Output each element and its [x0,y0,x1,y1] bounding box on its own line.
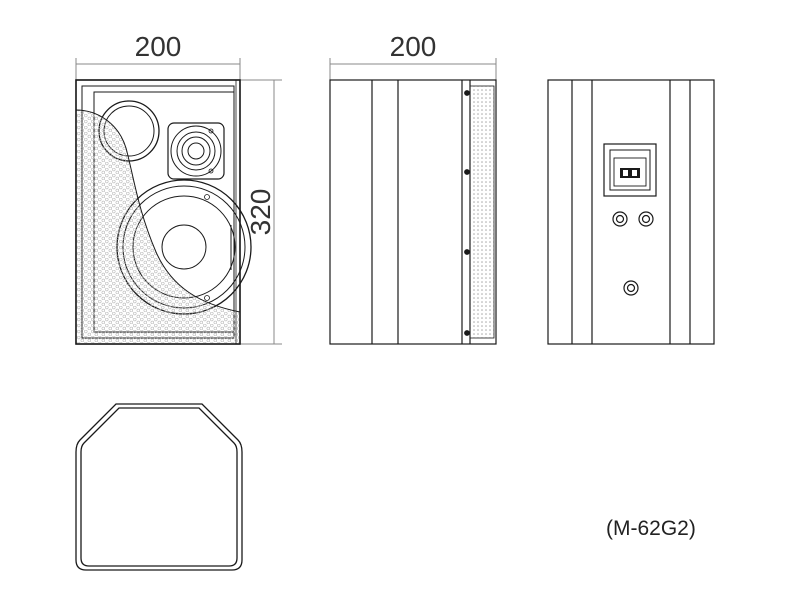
front-width-label: 200 [135,31,182,62]
input-terminal [603,143,657,197]
model-label: (M-62G2) [606,517,696,540]
mounting-point-right [638,211,654,227]
dimension-side-width [329,58,497,80]
front-grille [76,109,240,344]
dimension-height [240,79,282,345]
dimension-front-width [75,58,241,80]
mounting-point-bottom [623,280,639,296]
height-label: 320 [245,189,276,236]
top-view [75,403,243,571]
rear-view [547,79,715,345]
tweeter [167,122,225,180]
side-view [329,79,497,345]
side-grille [469,85,495,339]
front-view [75,79,252,345]
side-width-label: 200 [390,31,437,62]
mounting-point-left [612,211,628,227]
